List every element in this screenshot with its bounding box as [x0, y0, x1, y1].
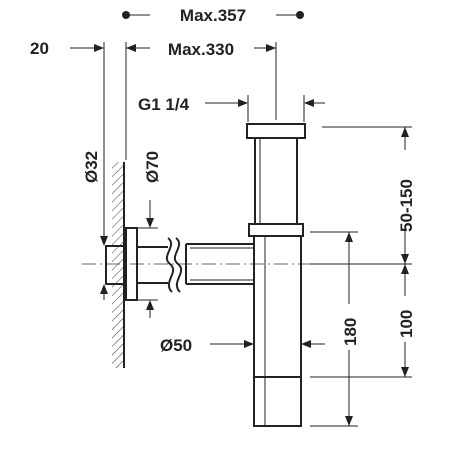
dim-32-arrow-top [100, 236, 108, 246]
dim-330-arrow-left [126, 44, 136, 52]
dim-100-arrow-bottom [401, 367, 409, 377]
dim-50-arrow-left [244, 340, 254, 348]
dim-wall-offset-label: 20 [30, 39, 49, 58]
dim-flange-diameter-label: Ø70 [143, 151, 162, 183]
dim-357-dot-right [296, 11, 304, 19]
dim-50-150-arrow-top [401, 127, 409, 137]
dim-330-arrow-right [266, 44, 276, 52]
dim-357-dot-left [122, 11, 130, 19]
dim-20-arrow [94, 44, 104, 52]
break-mark-left [165, 237, 175, 293]
tail-pipe [254, 137, 298, 225]
dim-180-arrow-top [345, 232, 353, 242]
dim-adjust-range-label: 50-150 [397, 179, 416, 232]
trap-body [253, 235, 302, 427]
dim-g-arrow-right [304, 99, 314, 107]
dim-100-arrow-top [401, 264, 409, 274]
dim-70-arrow-bottom [146, 300, 154, 310]
dim-g-arrow-left [238, 99, 248, 107]
dim-outlet-length-label: Max.330 [168, 40, 234, 59]
break-mark-right [173, 237, 183, 293]
dim-180-arrow-bottom [345, 416, 353, 426]
dim-body-height-label: 180 [341, 318, 360, 346]
wall-hatch [112, 162, 124, 368]
dim-thread-label: G1 1/4 [138, 95, 190, 114]
dim-body-diameter-label: Ø50 [160, 336, 192, 355]
dim-50-150-arrow-bottom [401, 254, 409, 264]
dim-overall-width-label: Max.357 [180, 6, 246, 25]
dim-pipe-diameter-label: Ø32 [82, 151, 101, 183]
trap-collar [248, 223, 304, 237]
dim-70-arrow-top [146, 218, 154, 228]
pipe-stub [105, 245, 127, 285]
dim-32-arrow-bottom [100, 284, 108, 294]
dim-outlet-height-label: 100 [397, 310, 416, 338]
top-cap [246, 123, 306, 139]
dim-50-arrow-right [301, 340, 311, 348]
